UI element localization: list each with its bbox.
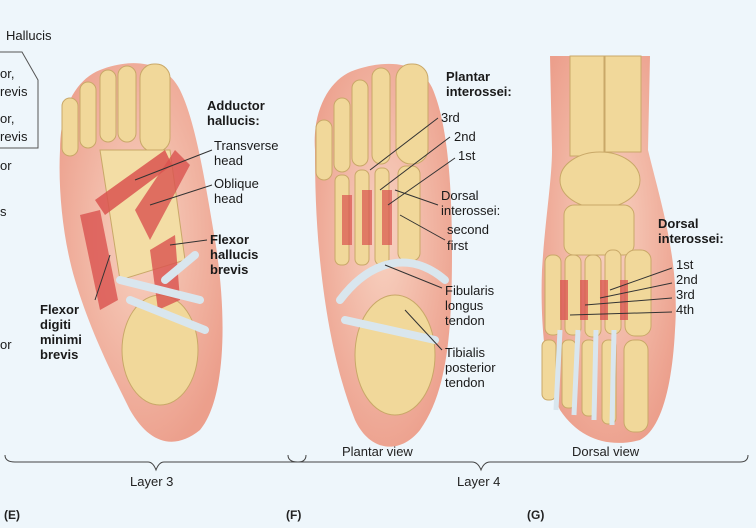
plantar-interossei-3rd: 3rd xyxy=(441,110,460,125)
cut-label-2: revis xyxy=(0,84,28,99)
panel-letter-f: (F) xyxy=(286,508,302,522)
layer-4-label: Layer 4 xyxy=(457,474,501,489)
flexor-digiti-minimi-brevis-label: Flexor digiti minimi brevis xyxy=(40,302,82,362)
fibularis-longus-tendon-label: Fibularis longus tendon xyxy=(445,283,495,328)
layer-3-label: Layer 3 xyxy=(130,474,174,489)
cut-label-6: s xyxy=(0,204,7,219)
flexor-hallucis-brevis-label: Flexor hallucis brevis xyxy=(210,232,259,277)
cut-label-5: or xyxy=(0,158,12,173)
cut-label-7: or xyxy=(0,337,12,352)
dorsal-interossei-second: second xyxy=(447,222,489,237)
dorsal-interossei-4th: 4th xyxy=(676,302,695,317)
dorsal-interossei-3rd: 3rd xyxy=(676,287,695,302)
plantar-interossei-2nd: 2nd xyxy=(454,129,476,144)
transverse-head-label: Transverse head xyxy=(214,138,279,168)
left-bracket xyxy=(0,51,39,149)
cut-label-4: revis xyxy=(0,129,28,144)
hallucis-label: Hallucis xyxy=(6,28,52,43)
adductor-hallucis-title: Adductor hallucis: xyxy=(207,98,265,128)
dorsal-view-label: Dorsal view xyxy=(572,444,640,459)
dorsal-interossei-label-f: Dorsal interossei: xyxy=(441,188,501,218)
foot-g-illustration xyxy=(541,55,676,443)
plantar-view-label: Plantar view xyxy=(342,444,413,459)
foot-e-illustration xyxy=(59,63,223,442)
layer-braces xyxy=(4,454,749,472)
cut-label-3: or, xyxy=(0,111,15,126)
cut-label-1: or, xyxy=(0,66,15,81)
panel-letter-g: (G) xyxy=(527,508,545,522)
dorsal-interossei-1st: 1st xyxy=(676,257,694,272)
dorsal-interossei-2nd: 2nd xyxy=(676,272,698,287)
plantar-interossei-1st: 1st xyxy=(458,148,476,163)
foot-f-illustration xyxy=(314,63,452,447)
leader-lines xyxy=(94,117,673,351)
oblique-head-label: Oblique head xyxy=(214,176,259,206)
plantar-interossei-title: Plantar interossei: xyxy=(446,69,512,99)
dorsal-interossei-first: first xyxy=(447,238,468,253)
panel-letter-e: (E) xyxy=(4,508,20,522)
dorsal-interossei-title-g: Dorsal interossei: xyxy=(658,216,724,246)
tibialis-posterior-tendon-label: Tibialis posterior tendon xyxy=(445,345,496,390)
